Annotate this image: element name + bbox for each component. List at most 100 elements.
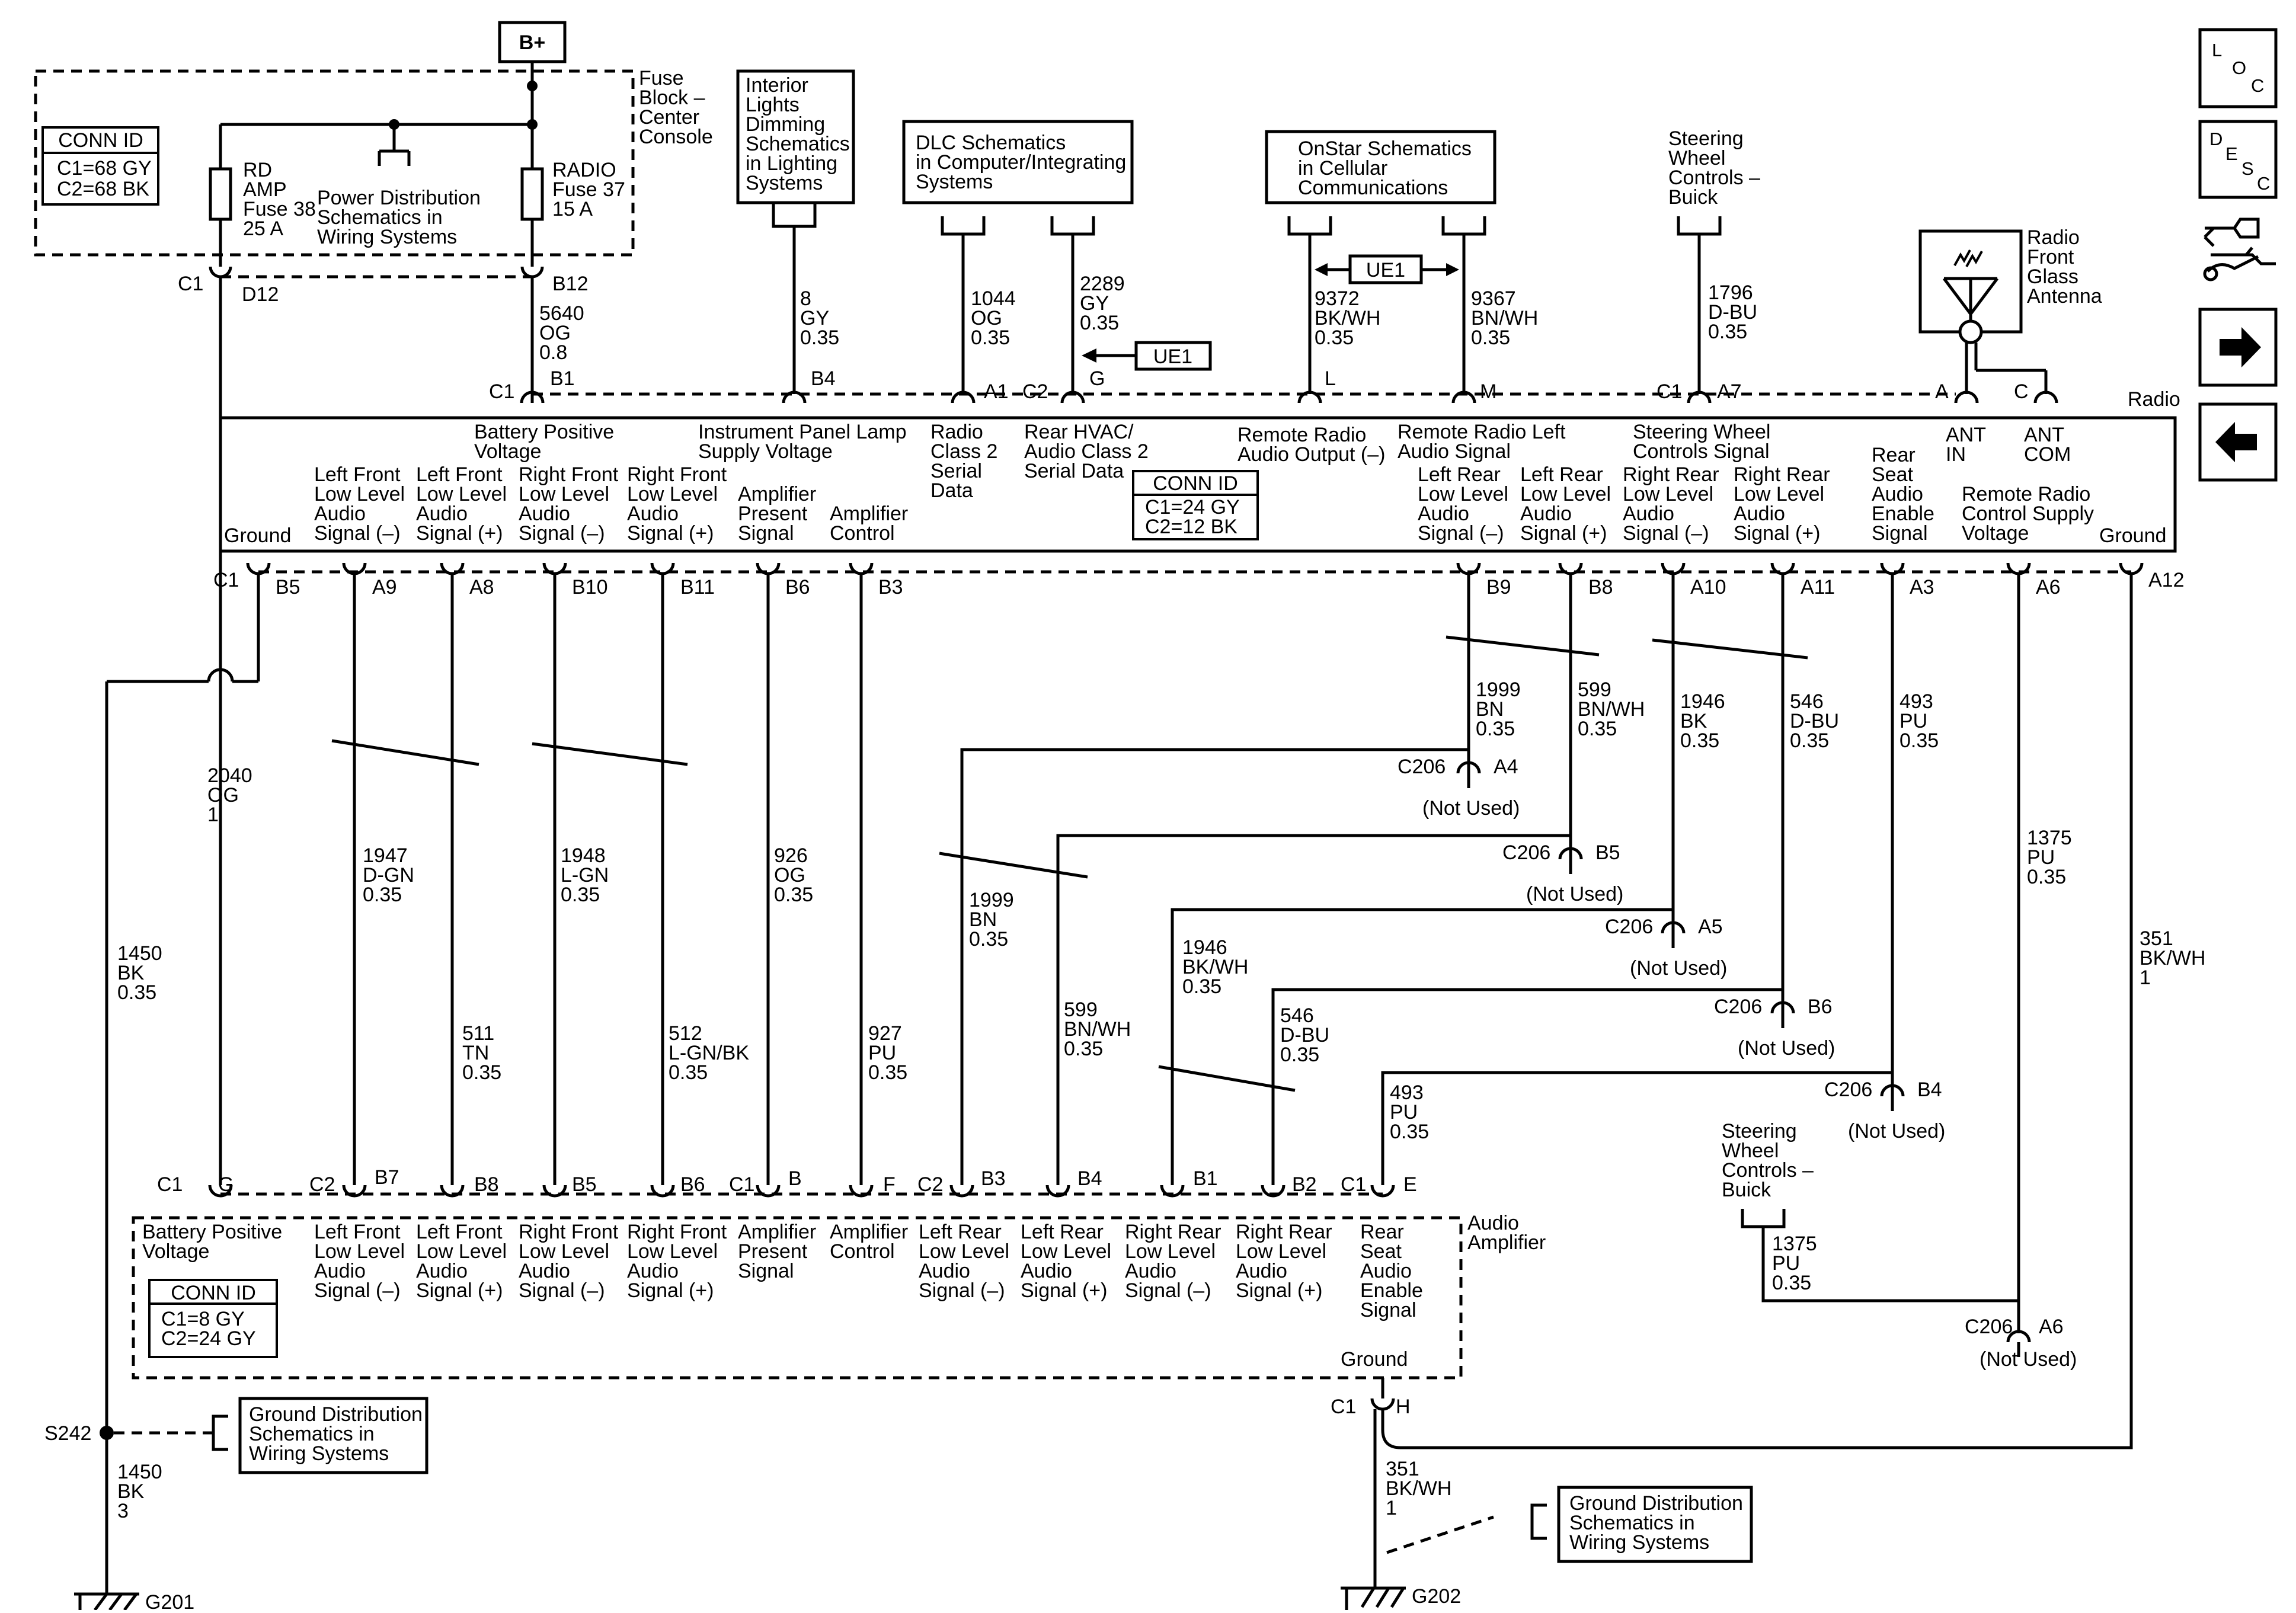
amp-b7: B7: [375, 1166, 399, 1189]
wire-2040: 2040 OG 1: [207, 764, 258, 826]
ue1-label-left: UE1: [1153, 345, 1192, 368]
amp-rf-pos: Right Front Low Level Audio Signal (+): [627, 1221, 733, 1302]
radio-hvac-label: Rear HVAC/ Audio Class 2 Serial Data: [1024, 421, 1154, 482]
amp-c1-g: C1: [157, 1173, 183, 1196]
radio-lf-neg: Left Front Low Level Audio Signal (–): [314, 463, 411, 545]
connector-tools-icon[interactable]: [2203, 217, 2276, 281]
radio-c1-top: C1: [489, 380, 514, 403]
amp-lr-neg: Left Rear Low Level Audio Signal (–): [919, 1221, 1015, 1302]
wire-546-a: 546 D-BU 0.35: [1790, 690, 1845, 752]
fuse-37: [520, 167, 544, 221]
audio-amplifier-module: [132, 1216, 1463, 1380]
fuse-conn-id-title: CONN ID: [58, 129, 143, 152]
amp-e: E: [1403, 1173, 1417, 1196]
wire-1999-b: 1999 BN 0.35: [969, 889, 1019, 950]
amp-label: Audio Amplifier: [1467, 1212, 1546, 1254]
dlc-ref-text: DLC Schematics in Computer/Integrating S…: [916, 132, 1132, 193]
amp-ground: Ground: [1341, 1348, 1408, 1371]
amp-pins: [208, 1185, 1395, 1198]
fuse-conn-id-box: [41, 126, 159, 206]
radio-top-pins: [520, 391, 2058, 404]
c206-b5: C206: [1502, 841, 1550, 864]
radio-a7: A7: [1717, 380, 1742, 403]
radio-rf-pos: Right Front Low Level Audio Signal (+): [627, 463, 733, 545]
ground-distribution-ref-1[interactable]: [238, 1397, 428, 1474]
radio-a1: A1: [984, 380, 1009, 403]
svg-text:L: L: [2212, 40, 2222, 60]
amp-h: H: [1396, 1396, 1411, 1418]
radio-conn-id-values: C1=24 GY C2=12 BK: [1145, 496, 1245, 538]
wire-5640: 5640 OG 0.8: [539, 302, 590, 364]
onstar-ref[interactable]: [1265, 130, 1496, 204]
radio-lf-pos: Left Front Low Level Audio Signal (+): [416, 463, 513, 545]
radio-remote-ctrl: Remote Radio Control Supply Voltage: [1962, 483, 2099, 545]
amp-c1-h: C1: [1331, 1396, 1356, 1418]
wire-599-a: 599 BN/WH 0.35: [1578, 679, 1651, 740]
pin-b5: B5: [1595, 841, 1620, 864]
b5-not-used: (Not Used): [1526, 883, 1623, 905]
radio-b1: B1: [550, 367, 575, 390]
previous-arrow-button[interactable]: [2198, 402, 2278, 482]
pin-a6: A6: [2039, 1316, 2064, 1338]
radio-b8: B8: [1588, 576, 1613, 599]
dlc-ref[interactable]: [902, 120, 1134, 204]
radio-c2-top: C2: [1022, 380, 1048, 403]
fuse-conn-id-values: C1=68 GY C2=68 BK: [57, 157, 157, 200]
ground-dist-1-text: Ground Distribution Schematics in Wiring…: [249, 1403, 428, 1465]
amp-b1: B1: [1193, 1167, 1218, 1190]
antenna-icon: [1943, 249, 1998, 344]
b6-not-used: (Not Used): [1738, 1037, 1835, 1060]
wire-1044: 1044 OG 0.35: [971, 287, 1021, 349]
radio-a10: A10: [1690, 576, 1726, 599]
amp-battery: Battery Positive Voltage: [142, 1221, 288, 1263]
a5-not-used: (Not Used): [1630, 957, 1727, 980]
pin-b4: B4: [1917, 1078, 1942, 1101]
loc-button[interactable]: L O C: [2198, 28, 2278, 108]
a4-not-used: (Not Used): [1422, 797, 1520, 820]
radio-rr-neg: Right Rear Low Level Audio Signal (–): [1623, 463, 1725, 545]
wire-512: 512 L-GN/BK 0.35: [669, 1022, 755, 1084]
radio-b11: B11: [680, 576, 715, 599]
svg-text:C: C: [2257, 173, 2270, 194]
radio-c1-a7: C1: [1657, 380, 1682, 403]
radio-rear-seat: Rear Seat Audio Enable Signal: [1872, 444, 1940, 545]
radio-class2-label: Radio Class 2 Serial Data: [930, 421, 1003, 502]
amp-b5: B5: [572, 1173, 597, 1196]
c206-a5: C206: [1605, 916, 1653, 938]
svg-text:E: E: [2225, 143, 2238, 164]
next-arrow-button[interactable]: [2198, 308, 2278, 387]
fuse-block-label: Fuse Block – Center Console: [639, 67, 713, 148]
ground-distribution-ref-2[interactable]: [1557, 1486, 1753, 1563]
desc-button[interactable]: D E S C: [2198, 120, 2278, 199]
arrow-right-icon: [2220, 327, 2261, 367]
amp-g: G: [218, 1173, 234, 1196]
amp-b8: B8: [474, 1173, 499, 1196]
amp-b6: B6: [680, 1173, 705, 1196]
radio-module: [219, 416, 2177, 553]
amp-rear-seat: Rear Seat Audio Enable Signal: [1360, 1221, 1428, 1321]
radio-c1-bot: C1: [213, 569, 239, 591]
amp-amp-control: Amplifier Control: [830, 1221, 914, 1263]
radio-b4: B4: [811, 367, 836, 390]
ground-dist-2-text: Ground Distribution Schematics in Wiring…: [1569, 1492, 1748, 1554]
radio-b5: B5: [276, 576, 300, 599]
wire-1948: 1948 L-GN 0.35: [561, 844, 615, 906]
bplus-label: B+: [519, 31, 545, 54]
b4-not-used: (Not Used): [1848, 1120, 1945, 1142]
radio-b3: B3: [878, 576, 903, 599]
wire-926: 926 OG 0.35: [774, 844, 813, 906]
radio-ant-in-label: ANT IN: [1946, 424, 1991, 466]
radio-a8: A8: [469, 576, 494, 599]
g202-label: G202: [1412, 1585, 1461, 1608]
interior-lights-ref[interactable]: [736, 69, 855, 204]
wire-9372: 9372 BK/WH 0.35: [1315, 287, 1386, 349]
c206-a6: C206: [1965, 1316, 2013, 1338]
wire-2289: 2289 GY 0.35: [1080, 273, 1130, 334]
radio-battery-label: Battery Positive Voltage: [474, 421, 620, 463]
radio-remote-left-label: Remote Radio Left Audio Signal: [1398, 421, 1571, 463]
radio-conn-id-title: CONN ID: [1153, 472, 1238, 495]
radio-g: G: [1089, 367, 1105, 390]
pin-b6: B6: [1808, 996, 1833, 1018]
